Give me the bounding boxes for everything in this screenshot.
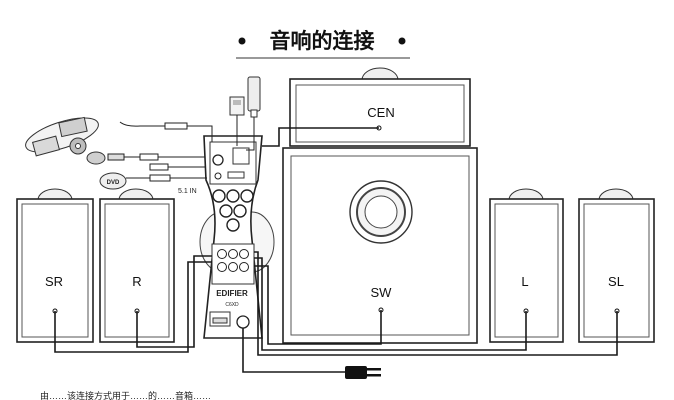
subwoofer: SW [282,147,478,344]
output-terminal [228,249,238,259]
input-jack [233,204,247,218]
mp3-disc [86,151,106,165]
subwoofer-driver-cone [364,195,398,229]
sd-card-body [229,96,245,116]
control-knob-top [212,154,224,166]
dvd-label: DVD [107,180,120,186]
usb-lead [246,117,255,151]
sw-wire [254,265,382,345]
control-unit: EDIFIER C6XD [199,135,275,339]
output-terminal [239,262,249,272]
power-socket [236,315,250,329]
output-terminal [228,262,238,272]
speaker-l-tweeter [508,188,544,201]
input-jack [212,189,226,203]
rca-plug [139,153,159,161]
aux-cable-run [187,125,213,142]
media-player-source [25,116,106,165]
bottom-switch [212,317,228,324]
usb-drive [247,76,261,118]
diagram-title: 音响的连接 [236,29,410,59]
speaker-l-label: L [521,274,528,289]
mp3-player [31,135,61,157]
speaker-sl-label: SL [608,274,624,289]
l-wire [254,257,527,351]
sd-slot [227,171,245,179]
dvd-plug [149,174,171,182]
power-plug-pin [367,374,381,377]
center-speaker: CEN [289,67,471,147]
input-jack [226,189,240,203]
center-wire [262,127,379,147]
speaker-wires [54,127,618,356]
center-speaker-tweeter [361,67,399,81]
sl-wire [254,251,618,356]
power-cord [242,328,381,379]
power-plug-pin [367,368,381,371]
title-bullet-right [398,37,406,45]
speaker-sr-tweeter [37,188,73,201]
subwoofer-label: SW [371,285,393,300]
power-plug-body [345,366,367,379]
aux-cable [119,121,165,127]
speaker-r-tweeter [118,188,154,201]
model-label: C6XD [225,302,239,308]
input-jack [219,204,233,218]
usb-drive-plug [250,109,258,118]
output-terminal [217,262,227,272]
mp4-player [58,116,88,138]
speaker-r: R [99,188,175,343]
title-bullet-left [238,37,246,45]
rca-plug [107,153,125,161]
speaker-sl: SL [578,188,655,343]
speaker-r-label: R [132,274,141,289]
title-text: 音响的连接 [270,29,375,53]
speaker-sl-tweeter [598,188,634,201]
usb-slot [232,147,250,165]
input-jack [226,218,240,232]
rca-plug [149,163,169,171]
sr-wire [54,261,212,353]
sd-card [229,96,245,116]
dvd-disc [99,172,127,190]
speaker-sr-label: SR [45,274,63,289]
power-cable [242,328,345,373]
dvd-source: DVD [99,172,127,190]
output-terminal-group [217,249,249,272]
input-jack [240,189,254,203]
brand-label: EDIFIER [216,289,248,298]
output-terminal [239,249,249,259]
usb-drive-body [247,76,261,112]
input-label: 5.1 IN [178,188,197,195]
source-cables [107,115,255,182]
center-speaker-label: CEN [367,105,394,120]
r-wire [136,255,212,348]
input-jack-group [212,189,254,232]
output-terminal [217,249,227,259]
aux-plug [164,122,188,130]
control-knob-mid [214,172,222,180]
caption-text: 由……该连接方式用于……的……音箱…… [40,390,211,400]
sd-card-label [233,100,241,105]
music-disc-hole [75,143,81,149]
